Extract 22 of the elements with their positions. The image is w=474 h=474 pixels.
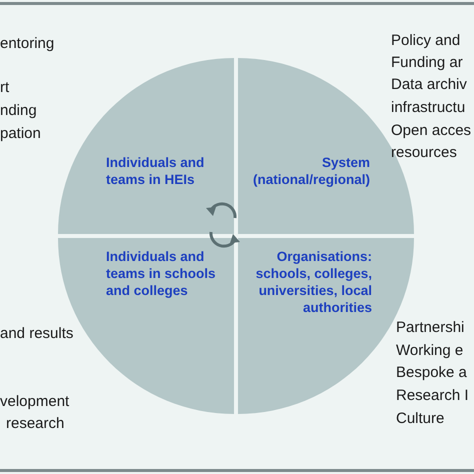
list-item-text: velopment [0, 392, 70, 412]
list-item-text: Partnershi [396, 318, 464, 338]
list-item-text: Research I [396, 386, 469, 406]
list-item-text: Funding ar [391, 53, 463, 73]
list-item-text: Culture [396, 409, 444, 429]
list-item-text: Working e [396, 341, 464, 361]
list-item-text: infrastructu [391, 98, 466, 118]
list-item-text: Bespoke a [396, 363, 467, 383]
list-item-text: entoring [0, 34, 54, 54]
list-item-text: Policy and [391, 31, 460, 51]
quadrant-label: Organisations: schools, colleges, universities, local authorities [254, 248, 372, 316]
list-item-text: Open acces [391, 121, 472, 141]
list-item-text: rt [0, 78, 10, 98]
list-item-text: research [6, 414, 64, 434]
quadrant-label: Individuals and teams in schools and colleges [106, 248, 217, 299]
list-item-text: Data archiv [391, 75, 467, 95]
quadrant-label: Individuals and teams in HEIs [106, 154, 206, 188]
list-item-text: nding [0, 101, 37, 121]
list-item-text: pation [0, 124, 41, 144]
list-item-text: resources [391, 143, 457, 163]
list-item-text: and results [0, 324, 74, 344]
quadrant-label: System (national/regional) [252, 154, 370, 188]
